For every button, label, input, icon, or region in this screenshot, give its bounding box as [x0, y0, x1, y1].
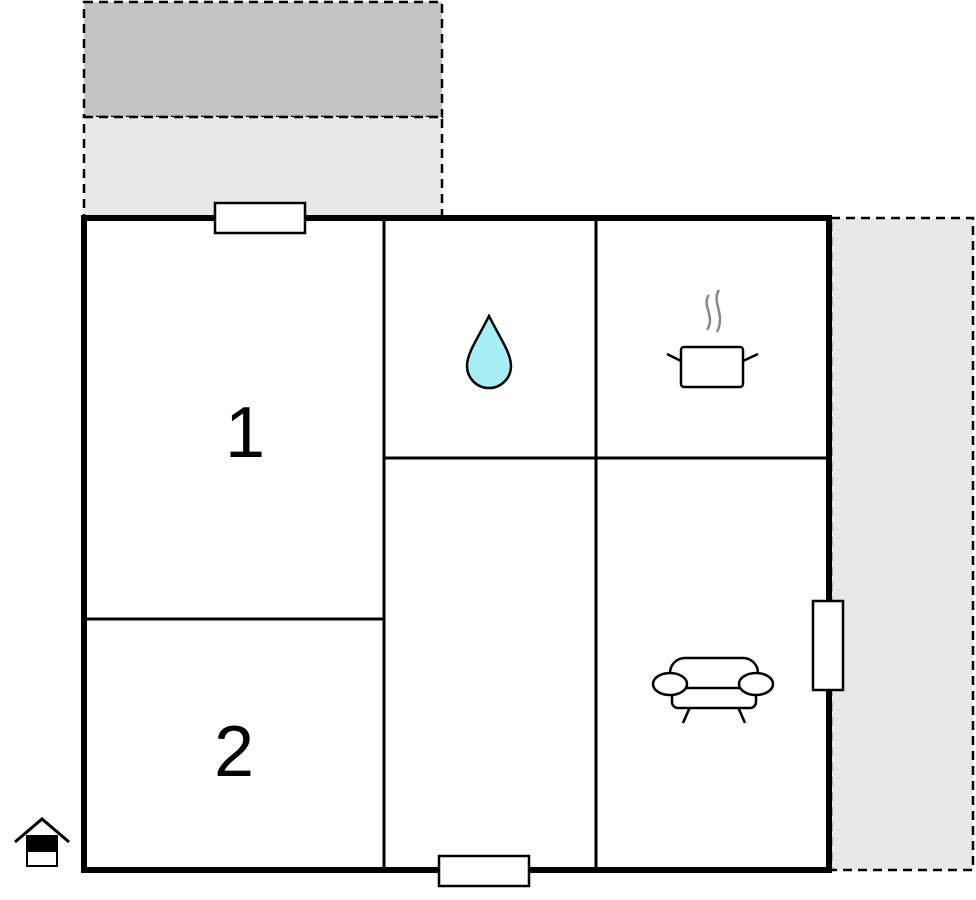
- room-label-2: 2: [214, 712, 254, 792]
- room-label-1: 1: [225, 393, 265, 473]
- house-entrance-icon: [14, 817, 70, 867]
- interior-walls: [84, 218, 829, 870]
- sofa-icon: [651, 656, 775, 724]
- cooking-pot-icon: [666, 289, 759, 389]
- water-drop-icon: [465, 313, 513, 390]
- outer-wall: [81, 215, 832, 873]
- door-right: [811, 599, 845, 692]
- terrace-right: [829, 216, 975, 872]
- patio-upper-light: [82, 115, 444, 219]
- terrace-upper-dark: [82, 0, 444, 119]
- door-bottom: [437, 854, 531, 888]
- door-top: [213, 201, 307, 235]
